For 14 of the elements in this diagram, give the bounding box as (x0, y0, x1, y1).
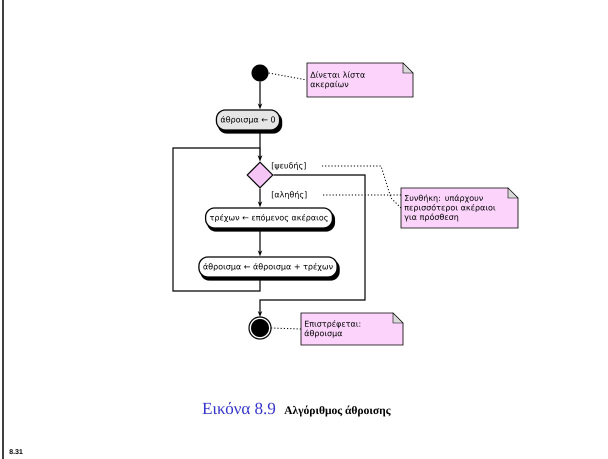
end-dot (248, 316, 272, 340)
action-box: άθροισμα ← άθροισμα + τρέχων (198, 256, 340, 281)
figure-number: Εικόνα 8.9 (202, 402, 276, 414)
leader-line (322, 194, 402, 196)
action-box: τρέχων ← επόμενος ακέραιος (204, 207, 336, 232)
edge-label: [αληθής] (272, 190, 306, 200)
action-box: άθροισμα ← 0 (216, 109, 282, 134)
edge-label: [ψευδής] (272, 162, 306, 170)
leader-line (322, 166, 402, 208)
dotted-connector (268, 72, 308, 80)
start-dot (252, 64, 268, 82)
dotted-connector (270, 328, 302, 330)
arrow (172, 147, 262, 292)
caption: Αλγόριθμος άθροισης (284, 405, 391, 416)
